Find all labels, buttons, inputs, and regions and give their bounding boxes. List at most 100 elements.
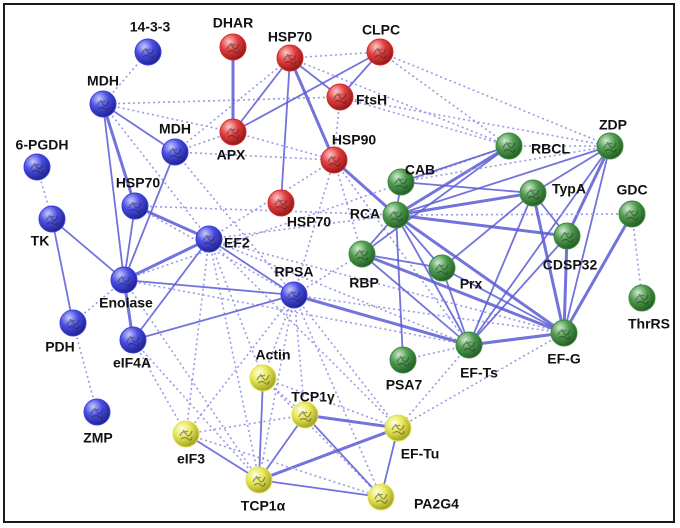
node-zmp[interactable]: ZMP — [83, 398, 113, 446]
node-sphere[interactable] — [428, 254, 456, 282]
node-sphere[interactable] — [219, 118, 247, 146]
node-sphere[interactable] — [38, 205, 66, 233]
node-sphere[interactable] — [219, 33, 247, 61]
protein-structure-icon — [202, 234, 216, 246]
node-sphere[interactable] — [367, 483, 395, 511]
node-ftsh[interactable]: FtsH — [326, 83, 387, 111]
node-label: FtsH — [356, 92, 387, 108]
node-zdp[interactable]: ZDP — [596, 117, 627, 160]
edge-nRPSA-neIF4A — [132, 294, 295, 341]
node-sphere[interactable] — [83, 398, 111, 426]
node-14-3-3[interactable]: 14-3-3 — [130, 19, 171, 66]
protein-structure-icon — [355, 249, 369, 261]
node-sphere[interactable] — [291, 401, 319, 429]
node-sphere[interactable] — [326, 83, 354, 111]
node-sphere[interactable] — [387, 168, 415, 196]
node-ef2[interactable]: EF2 — [195, 225, 250, 253]
edge-nRPSA-nHSP90 — [293, 159, 335, 296]
node-sphere[interactable] — [455, 331, 483, 359]
node-sphere[interactable] — [161, 138, 189, 166]
node-sphere[interactable] — [382, 201, 410, 229]
node-sphere[interactable] — [320, 146, 348, 174]
node-label: HSP70 — [116, 175, 161, 191]
node-enolase[interactable]: Enolase — [99, 266, 153, 311]
edge-nCAB-nTypA — [400, 181, 534, 194]
node-hsp70[interactable]: HSP70 — [268, 29, 313, 72]
node-hsp90[interactable]: HSP90 — [320, 132, 376, 174]
edge-nRPSA-nTCP1g — [293, 294, 306, 416]
node-sphere[interactable] — [172, 420, 200, 448]
node-sphere[interactable] — [195, 225, 223, 253]
node-psa7[interactable]: PSA7 — [386, 346, 423, 393]
node-tcp1-[interactable]: TCP1γ — [291, 389, 335, 429]
node-6-pgdh[interactable]: 6-PGDH — [16, 137, 69, 181]
node-sphere[interactable] — [276, 44, 304, 72]
node-rbcl[interactable]: RBCL — [495, 132, 570, 160]
node-clpc[interactable]: CLPC — [362, 22, 400, 66]
node-sphere[interactable] — [366, 38, 394, 66]
node-pa2g4[interactable]: PA2G4 — [367, 483, 459, 512]
node-sphere[interactable] — [348, 240, 376, 268]
edge-nTypA-nPrx — [441, 192, 534, 269]
node-sphere[interactable] — [384, 414, 412, 442]
node-rca[interactable]: RCA — [350, 201, 410, 229]
edge-nRBP-nPrx — [361, 253, 443, 269]
node-ef-ts[interactable]: EF-Ts — [455, 331, 498, 381]
node-sphere[interactable] — [596, 132, 624, 160]
node-mdh[interactable]: MDH — [159, 121, 191, 166]
node-ef-g[interactable]: EF-G — [547, 319, 581, 367]
node-sphere[interactable] — [23, 153, 51, 181]
node-ef-tu[interactable]: EF-Tu — [384, 414, 439, 462]
node-sphere[interactable] — [618, 200, 646, 228]
node-rbp[interactable]: RBP — [348, 240, 379, 291]
node-sphere[interactable] — [495, 132, 523, 160]
edge-nMDH1-nEF2 — [102, 103, 210, 240]
node-mdh[interactable]: MDH — [87, 73, 119, 118]
node-label: Actin — [256, 347, 291, 363]
node-actin[interactable]: Actin — [249, 347, 291, 392]
node-sphere[interactable] — [628, 284, 656, 312]
edge-nFtsH-nZDP — [339, 96, 611, 147]
node-sphere[interactable] — [110, 266, 138, 294]
node-eif4a[interactable]: eIF4A — [113, 326, 151, 371]
edge-nPrx-nEFTs — [441, 267, 470, 346]
node-label: EF2 — [224, 235, 250, 251]
node-sphere[interactable] — [89, 90, 117, 118]
node-cdsp32[interactable]: CDSP32 — [543, 222, 598, 273]
node-tcp1-[interactable]: TCP1α — [241, 466, 286, 514]
node-sphere[interactable] — [121, 192, 149, 220]
node-thrrs[interactable]: ThrRS — [628, 284, 670, 332]
node-dhar[interactable]: DHAR — [213, 15, 253, 61]
node-typa[interactable]: TypA — [519, 179, 586, 207]
node-hsp70[interactable]: HSP70 — [116, 175, 161, 220]
node-sphere[interactable] — [280, 281, 308, 309]
node-sphere[interactable] — [245, 466, 273, 494]
protein-structure-icon — [502, 141, 516, 153]
node-gdc[interactable]: GDC — [616, 182, 648, 228]
edge-nActin-nTCP1a — [258, 377, 264, 481]
node-label: HSP70 — [268, 29, 313, 45]
protein-structure-icon — [256, 373, 270, 385]
node-cab[interactable]: CAB — [387, 162, 435, 196]
node-label: 14-3-3 — [130, 19, 171, 35]
node-eif3[interactable]: eIF3 — [172, 420, 205, 467]
node-sphere[interactable] — [553, 222, 581, 250]
edge-nEF2-nRCA — [208, 214, 397, 240]
node-sphere[interactable] — [59, 309, 87, 337]
node-hsp70[interactable]: HSP70 — [267, 189, 331, 230]
node-prx[interactable]: Prx — [428, 254, 482, 292]
node-sphere[interactable] — [134, 38, 162, 66]
node-pdh[interactable]: PDH — [45, 309, 87, 355]
node-rpsa[interactable]: RPSA — [275, 264, 314, 309]
node-sphere[interactable] — [550, 319, 578, 347]
node-sphere[interactable] — [119, 326, 147, 354]
node-sphere[interactable] — [267, 189, 295, 217]
node-label: MDH — [159, 121, 191, 137]
node-sphere[interactable] — [389, 346, 417, 374]
node-tk[interactable]: TK — [31, 205, 66, 249]
node-apx[interactable]: APX — [217, 118, 247, 163]
node-sphere[interactable] — [519, 179, 547, 207]
edges-layer — [36, 47, 643, 498]
node-sphere[interactable] — [249, 364, 277, 392]
edge-nEF2-nRPSA — [208, 238, 295, 296]
